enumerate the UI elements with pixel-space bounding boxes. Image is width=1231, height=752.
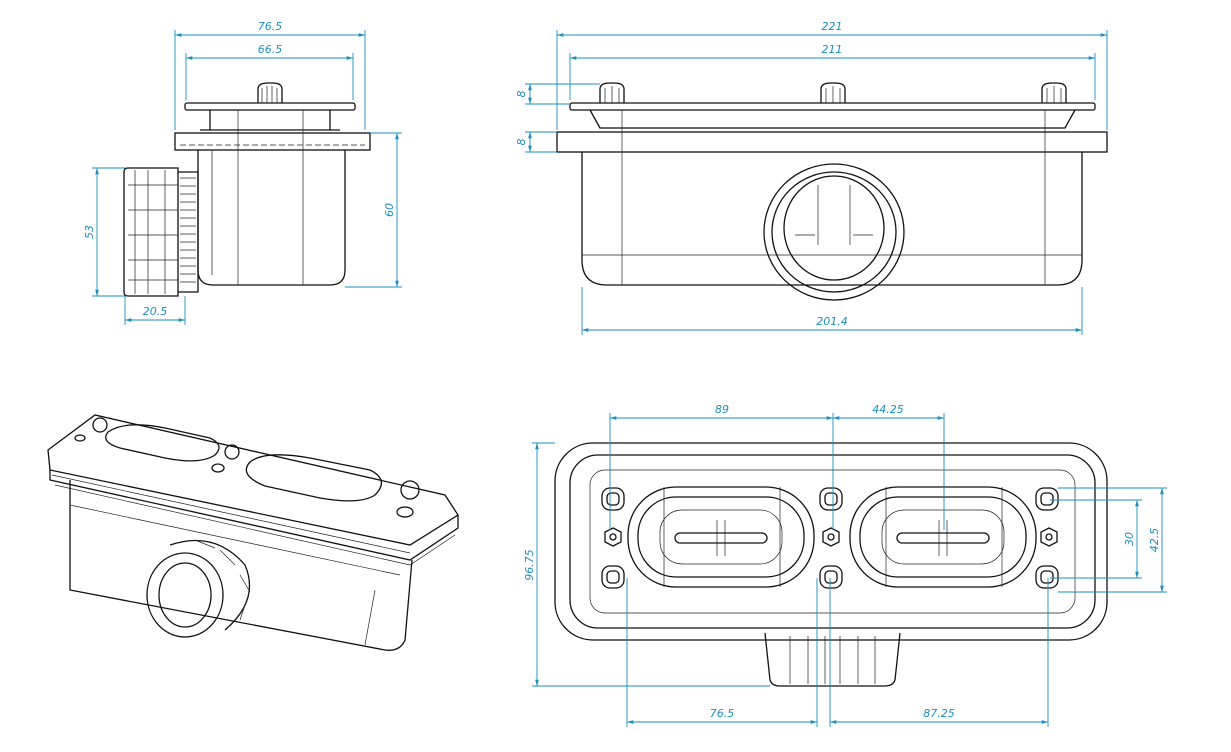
dim-top-right-offset: 87.25 [923,707,955,720]
drain-port-right [849,486,1037,588]
dim-front-lid-width: 211 [822,43,843,56]
side-view [123,82,371,297]
dim-front-flange-width: 221 [822,20,843,33]
dim-side-outlet-offset: 20.5 [143,305,168,318]
top-view [554,442,1108,687]
dim-side-body-height: 60 [383,203,396,217]
isometric-view [47,414,459,651]
front-view-dimensions: 221 211 8 8 201.4 [515,20,1108,335]
dim-top-left-offset: 76.5 [710,707,735,720]
knob [820,82,846,103]
drain-port-left [627,486,815,588]
dim-front-flange-height: 8 [515,139,528,146]
dim-side-outlet-height: 53 [83,225,96,239]
dim-top-bolt-spacing: 30 [1123,532,1136,546]
side-view-dimensions: 76.5 66.5 53 60 20.5 [83,20,402,325]
front-view [556,82,1108,301]
knob [1041,82,1067,103]
dim-top-port-spacing: 89 [715,403,729,416]
dim-front-body-width: 201.4 [816,315,848,328]
dim-top-bolt-outer: 42.5 [1148,528,1161,553]
top-view-dimensions: 89 44.25 96.75 30 42.5 76.5 87.25 [523,403,1167,727]
bolt-holes [601,487,1059,589]
dim-front-lid-height: 8 [515,91,528,98]
dim-top-center-to-outlet: 44.25 [872,403,904,416]
dim-side-width-lid: 66.5 [258,43,283,56]
dim-top-overall-depth: 96.75 [523,549,536,581]
knob [599,82,625,103]
dim-side-width-total: 76.5 [258,20,283,33]
